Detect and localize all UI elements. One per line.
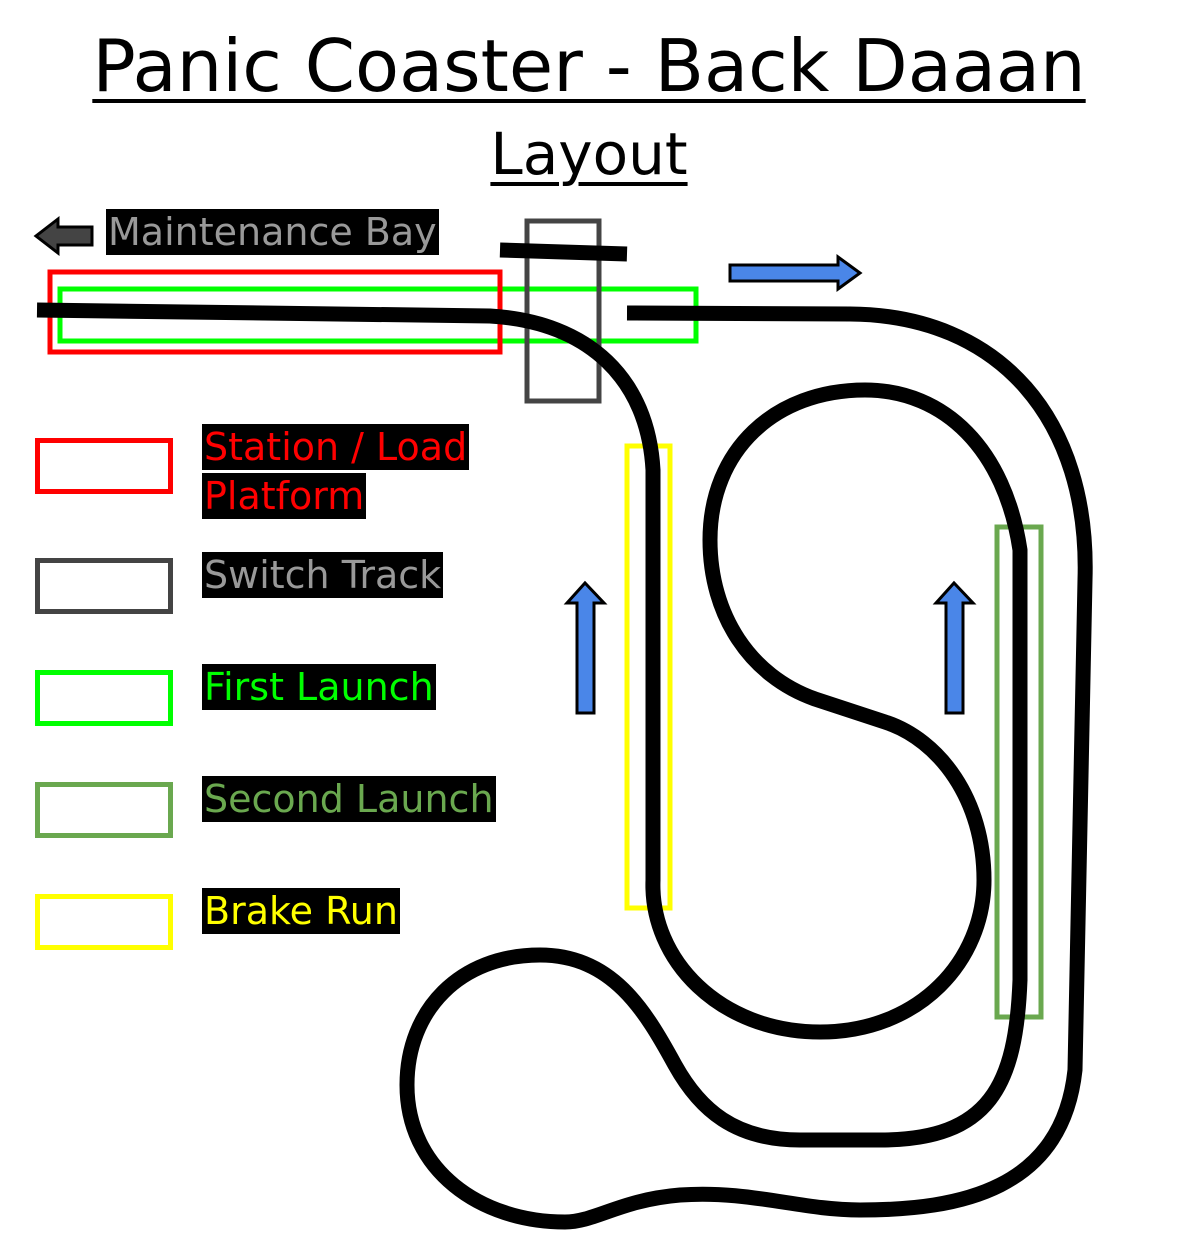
legend-swatch-station [35, 438, 173, 494]
legend-label-switch: Switch Track [202, 552, 444, 598]
maintenance-arrow-icon [33, 215, 94, 257]
direction-arrow-up-icon [563, 580, 608, 715]
legend-label-second-launch: Second Launch [202, 776, 496, 822]
page-subtitle: Layout [490, 120, 688, 188]
switch-track-segment [499, 242, 628, 262]
direction-arrow-up-icon [932, 580, 977, 715]
direction-arrow-right-icon [728, 254, 863, 292]
legend-label-brake: Brake Run [202, 888, 400, 934]
maintenance-bay-label: Maintenance Bay [106, 209, 439, 255]
switch-track-zone [524, 218, 602, 404]
track-station [36, 302, 1093, 1230]
legend-swatch-brake [35, 894, 173, 950]
legend-label-station: Station / Load [202, 424, 470, 470]
legend-swatch-first-launch [35, 670, 173, 726]
legend-swatch-switch [35, 558, 173, 614]
legend-swatch-second-launch [35, 782, 173, 838]
legend-label-first-launch: First Launch [202, 664, 436, 710]
page-title: Panic Coaster - Back Daaan [92, 24, 1086, 108]
legend-label-station-line2: Platform [202, 473, 367, 519]
